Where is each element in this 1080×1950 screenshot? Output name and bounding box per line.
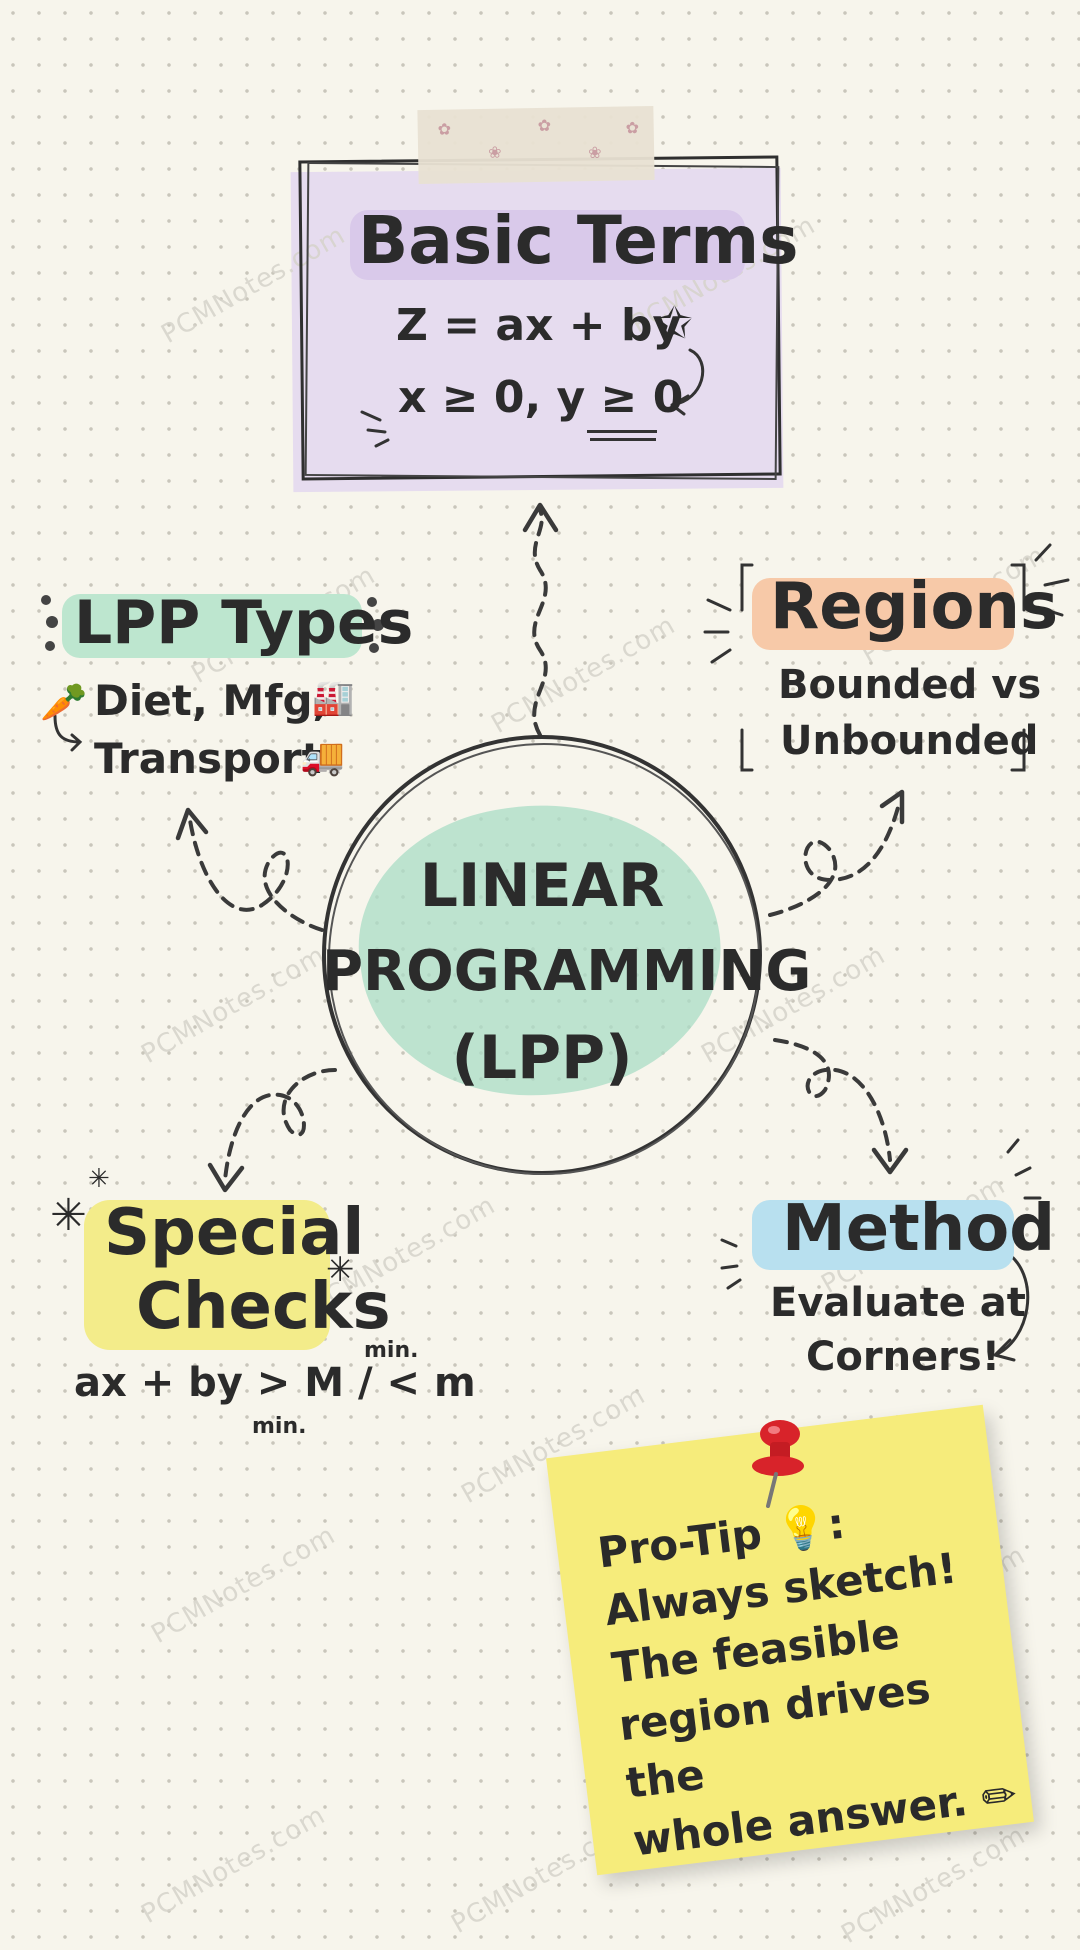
- sparkle-icon: ✳: [50, 1190, 87, 1241]
- center-line1: LINEAR: [419, 851, 665, 921]
- arrow-to-method: [773, 1038, 892, 1162]
- arrowhead-method: [871, 1147, 909, 1175]
- arrow-to-lpp-types: [188, 818, 324, 932]
- pushpin-icon: [752, 1420, 804, 1508]
- method-line2: Corners!: [806, 1334, 1000, 1380]
- regions-line2: Unbounded: [780, 718, 1039, 764]
- burst-lines-regions: [703, 543, 1070, 664]
- arrowhead-basic-terms: [522, 502, 559, 533]
- arrowhead-special-checks: [207, 1162, 245, 1193]
- arrowhead-lpp-types: [175, 807, 209, 841]
- basic-terms-constraints: x ≥ 0, y ≥ 0: [398, 372, 684, 423]
- curly-arrow-method: [993, 1253, 1030, 1362]
- center-line2: PROGRAMMING: [322, 939, 812, 1004]
- special-checks-sup: min.: [364, 1338, 419, 1363]
- method-line1: Evaluate at: [770, 1280, 1026, 1326]
- highlight-purple: [350, 210, 745, 280]
- arrowhead-regions: [879, 789, 905, 825]
- dot-decoration: [369, 643, 379, 653]
- central-topic: LINEAR PROGRAMMING (LPP): [300, 715, 812, 1203]
- center-line3: (LPP): [451, 1023, 633, 1093]
- pencil-icon: ✏: [978, 1769, 1020, 1823]
- dot-decoration: [46, 616, 58, 628]
- flourish-strokes: [360, 410, 390, 448]
- dot-decoration: [367, 597, 377, 607]
- lpp-types-title: LPP Types: [74, 588, 414, 658]
- lpp-types-line1: Diet, Mfg,: [94, 676, 329, 725]
- dot-decoration: [372, 619, 384, 631]
- arrow-to-special-checks: [223, 1068, 337, 1182]
- highlight-blue: [752, 1200, 1014, 1270]
- highlight-green: [62, 594, 362, 658]
- basic-terms-title: Basic Terms: [358, 202, 799, 279]
- dot-decoration: [41, 595, 51, 605]
- star-icon: ✩: [656, 298, 693, 349]
- truck-icon: 🚚: [300, 737, 345, 778]
- highlight-yellow: [84, 1200, 330, 1350]
- regions-title: Regions: [770, 570, 1059, 644]
- regions-bracket-left: [740, 563, 754, 772]
- special-checks-title2: Checks: [136, 1270, 391, 1344]
- special-checks-expression: ax + by > M / < m: [74, 1360, 476, 1406]
- washi-tape: ✿❀✿❀✿: [417, 105, 655, 185]
- underline: [590, 438, 656, 441]
- method-title: Method: [782, 1192, 1056, 1266]
- arrow-to-basic-terms: [532, 508, 548, 737]
- sparkle-icon: ✳: [88, 1164, 110, 1194]
- lpp-types-line2: Transport: [94, 734, 322, 783]
- carrot-icon: 🥕: [40, 680, 88, 724]
- transport-hook: [53, 714, 83, 752]
- sparkle-icon: ✳: [326, 1250, 355, 1290]
- basic-terms-equation: Z = ax + by: [396, 300, 682, 351]
- highlight-orange: [752, 578, 1014, 650]
- burst-lines-method: [720, 1138, 1042, 1290]
- dot-decoration: [45, 641, 55, 651]
- regions-bracket-right: [1010, 563, 1026, 772]
- special-checks-sub: min.: [252, 1414, 307, 1439]
- curly-arrow-basic: [670, 348, 705, 416]
- regions-line1: Bounded vs: [778, 662, 1042, 708]
- arrow-to-regions: [768, 798, 902, 917]
- underline: [587, 430, 657, 433]
- special-checks-title1: Special: [104, 1196, 365, 1270]
- factory-icon: 🏭: [312, 678, 355, 718]
